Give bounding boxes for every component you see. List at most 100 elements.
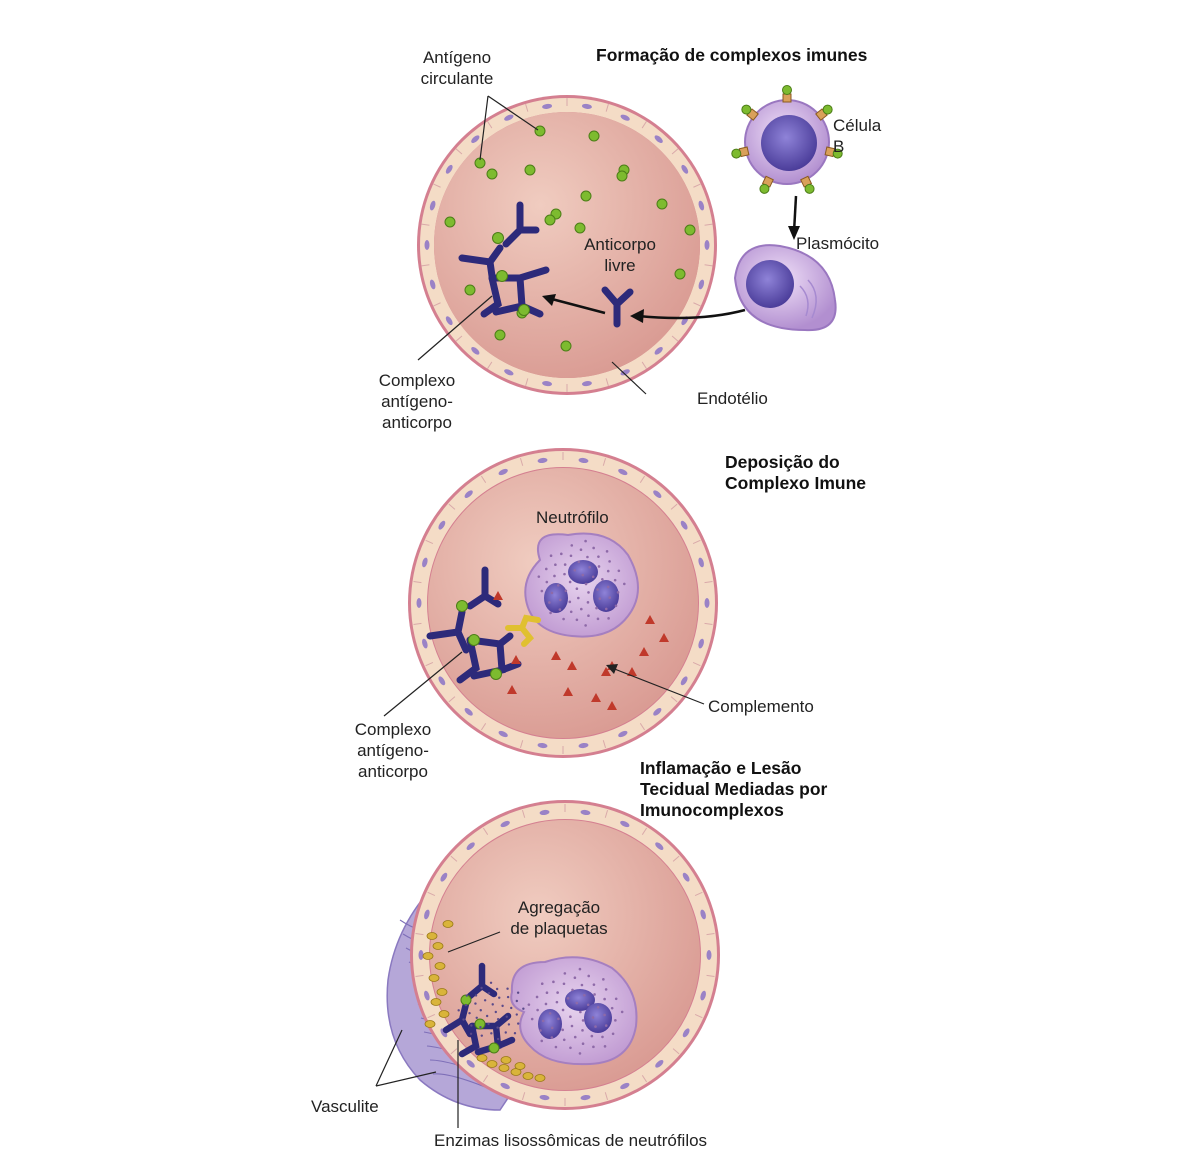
granule xyxy=(590,1034,594,1038)
granule xyxy=(610,1006,614,1010)
endothelial-nucleus xyxy=(706,950,712,960)
enzyme-dot xyxy=(487,991,491,995)
endothelial-nucleus xyxy=(542,381,553,387)
granule xyxy=(555,1000,559,1004)
granule xyxy=(549,611,552,615)
cell-border xyxy=(641,827,648,835)
neutrophil-label: Neutrófilo xyxy=(536,508,609,527)
complement-fragment xyxy=(493,591,503,600)
antigen xyxy=(494,329,506,341)
granule xyxy=(536,1008,539,1012)
granule xyxy=(560,552,563,556)
enzyme-dot xyxy=(474,1002,477,1005)
granule xyxy=(584,582,588,586)
cell-border xyxy=(693,183,701,188)
cell-border xyxy=(415,974,424,977)
endothelial-nucleus xyxy=(504,114,514,121)
granule xyxy=(545,991,549,995)
granule xyxy=(568,600,572,604)
platelet xyxy=(424,1020,436,1028)
endothelial-nucleus xyxy=(440,1028,448,1038)
cell-border xyxy=(641,1075,648,1083)
antigen xyxy=(656,198,668,210)
granule xyxy=(601,577,604,581)
granule xyxy=(583,993,586,997)
arrow-heads-1 xyxy=(542,226,800,323)
granule xyxy=(545,580,549,584)
cell-border xyxy=(641,121,647,129)
granule xyxy=(603,1045,607,1048)
endothelial-nucleus xyxy=(416,598,422,608)
cell-border xyxy=(672,855,680,862)
enzyme-dot xyxy=(515,1013,518,1016)
antigen xyxy=(684,224,696,236)
granule xyxy=(581,1019,585,1022)
cell-border xyxy=(604,809,609,818)
antigen xyxy=(674,268,686,280)
endothelial-nucleus xyxy=(698,200,705,211)
cell-border xyxy=(427,1013,436,1019)
endothelial-nucleus xyxy=(429,200,436,211)
granule xyxy=(614,1019,617,1022)
immune-complex-2 xyxy=(426,566,522,684)
granule xyxy=(584,624,587,627)
granule xyxy=(544,1002,548,1006)
cell-border xyxy=(519,740,524,749)
endothelial-nucleus xyxy=(539,1094,550,1101)
enzyme-dot xyxy=(485,1014,489,1018)
cell-border xyxy=(521,809,526,818)
endothelial-nucleus xyxy=(498,468,508,476)
granule xyxy=(596,588,599,591)
granule xyxy=(568,580,572,584)
granule xyxy=(598,597,602,600)
antigen xyxy=(486,168,498,180)
cell-border xyxy=(671,148,679,155)
granule xyxy=(604,988,608,991)
complement-fragment xyxy=(659,633,669,642)
bound-antigen xyxy=(741,104,752,115)
granule xyxy=(556,991,559,994)
enzyme-dot xyxy=(510,1006,513,1010)
complex-label-2: Complexo antígeno- anticorpo xyxy=(354,720,432,781)
granule xyxy=(571,988,574,992)
granule xyxy=(584,539,587,543)
platelet xyxy=(498,1064,510,1072)
immune-complex-3-antigens xyxy=(460,994,500,1054)
cell-border xyxy=(421,264,430,267)
granule xyxy=(586,1003,590,1007)
granule xyxy=(554,563,557,567)
enzyme-dot xyxy=(498,996,501,999)
endothelial-nucleus xyxy=(653,708,662,716)
vessel-3 xyxy=(386,800,720,1111)
cell-border xyxy=(480,723,487,731)
granule xyxy=(569,554,573,558)
granule xyxy=(581,1042,585,1046)
endothelial-nucleus xyxy=(698,279,705,290)
platelet xyxy=(486,1060,498,1068)
plasma-cell xyxy=(733,244,837,332)
granule xyxy=(553,574,556,578)
complement-fragment xyxy=(607,701,617,710)
endothelial-nucleus xyxy=(498,730,508,738)
enzyme-dot xyxy=(496,1026,499,1029)
endothelial-nucleus xyxy=(654,135,663,143)
enzyme-dot xyxy=(515,999,519,1003)
endothelial-nucleus xyxy=(464,708,473,716)
cell-border xyxy=(706,974,715,977)
enzyme-dot xyxy=(496,1017,500,1021)
granule xyxy=(579,1010,582,1014)
granule xyxy=(569,1015,572,1019)
complement-fragment xyxy=(507,685,517,694)
granule xyxy=(616,591,620,594)
cell-border xyxy=(450,1048,458,1055)
cell-border xyxy=(525,378,529,387)
enzyme-dot xyxy=(465,994,469,997)
endothelial-nucleus xyxy=(429,279,436,290)
endothelial-nucleus xyxy=(471,347,480,355)
endothelial-nucleus xyxy=(542,103,553,109)
enzyme-dot xyxy=(479,1009,482,1012)
complex-label-1: Complexo antígeno- anticorpo xyxy=(378,371,456,432)
cell-border xyxy=(639,723,646,731)
endothelial-nucleus xyxy=(504,369,514,376)
